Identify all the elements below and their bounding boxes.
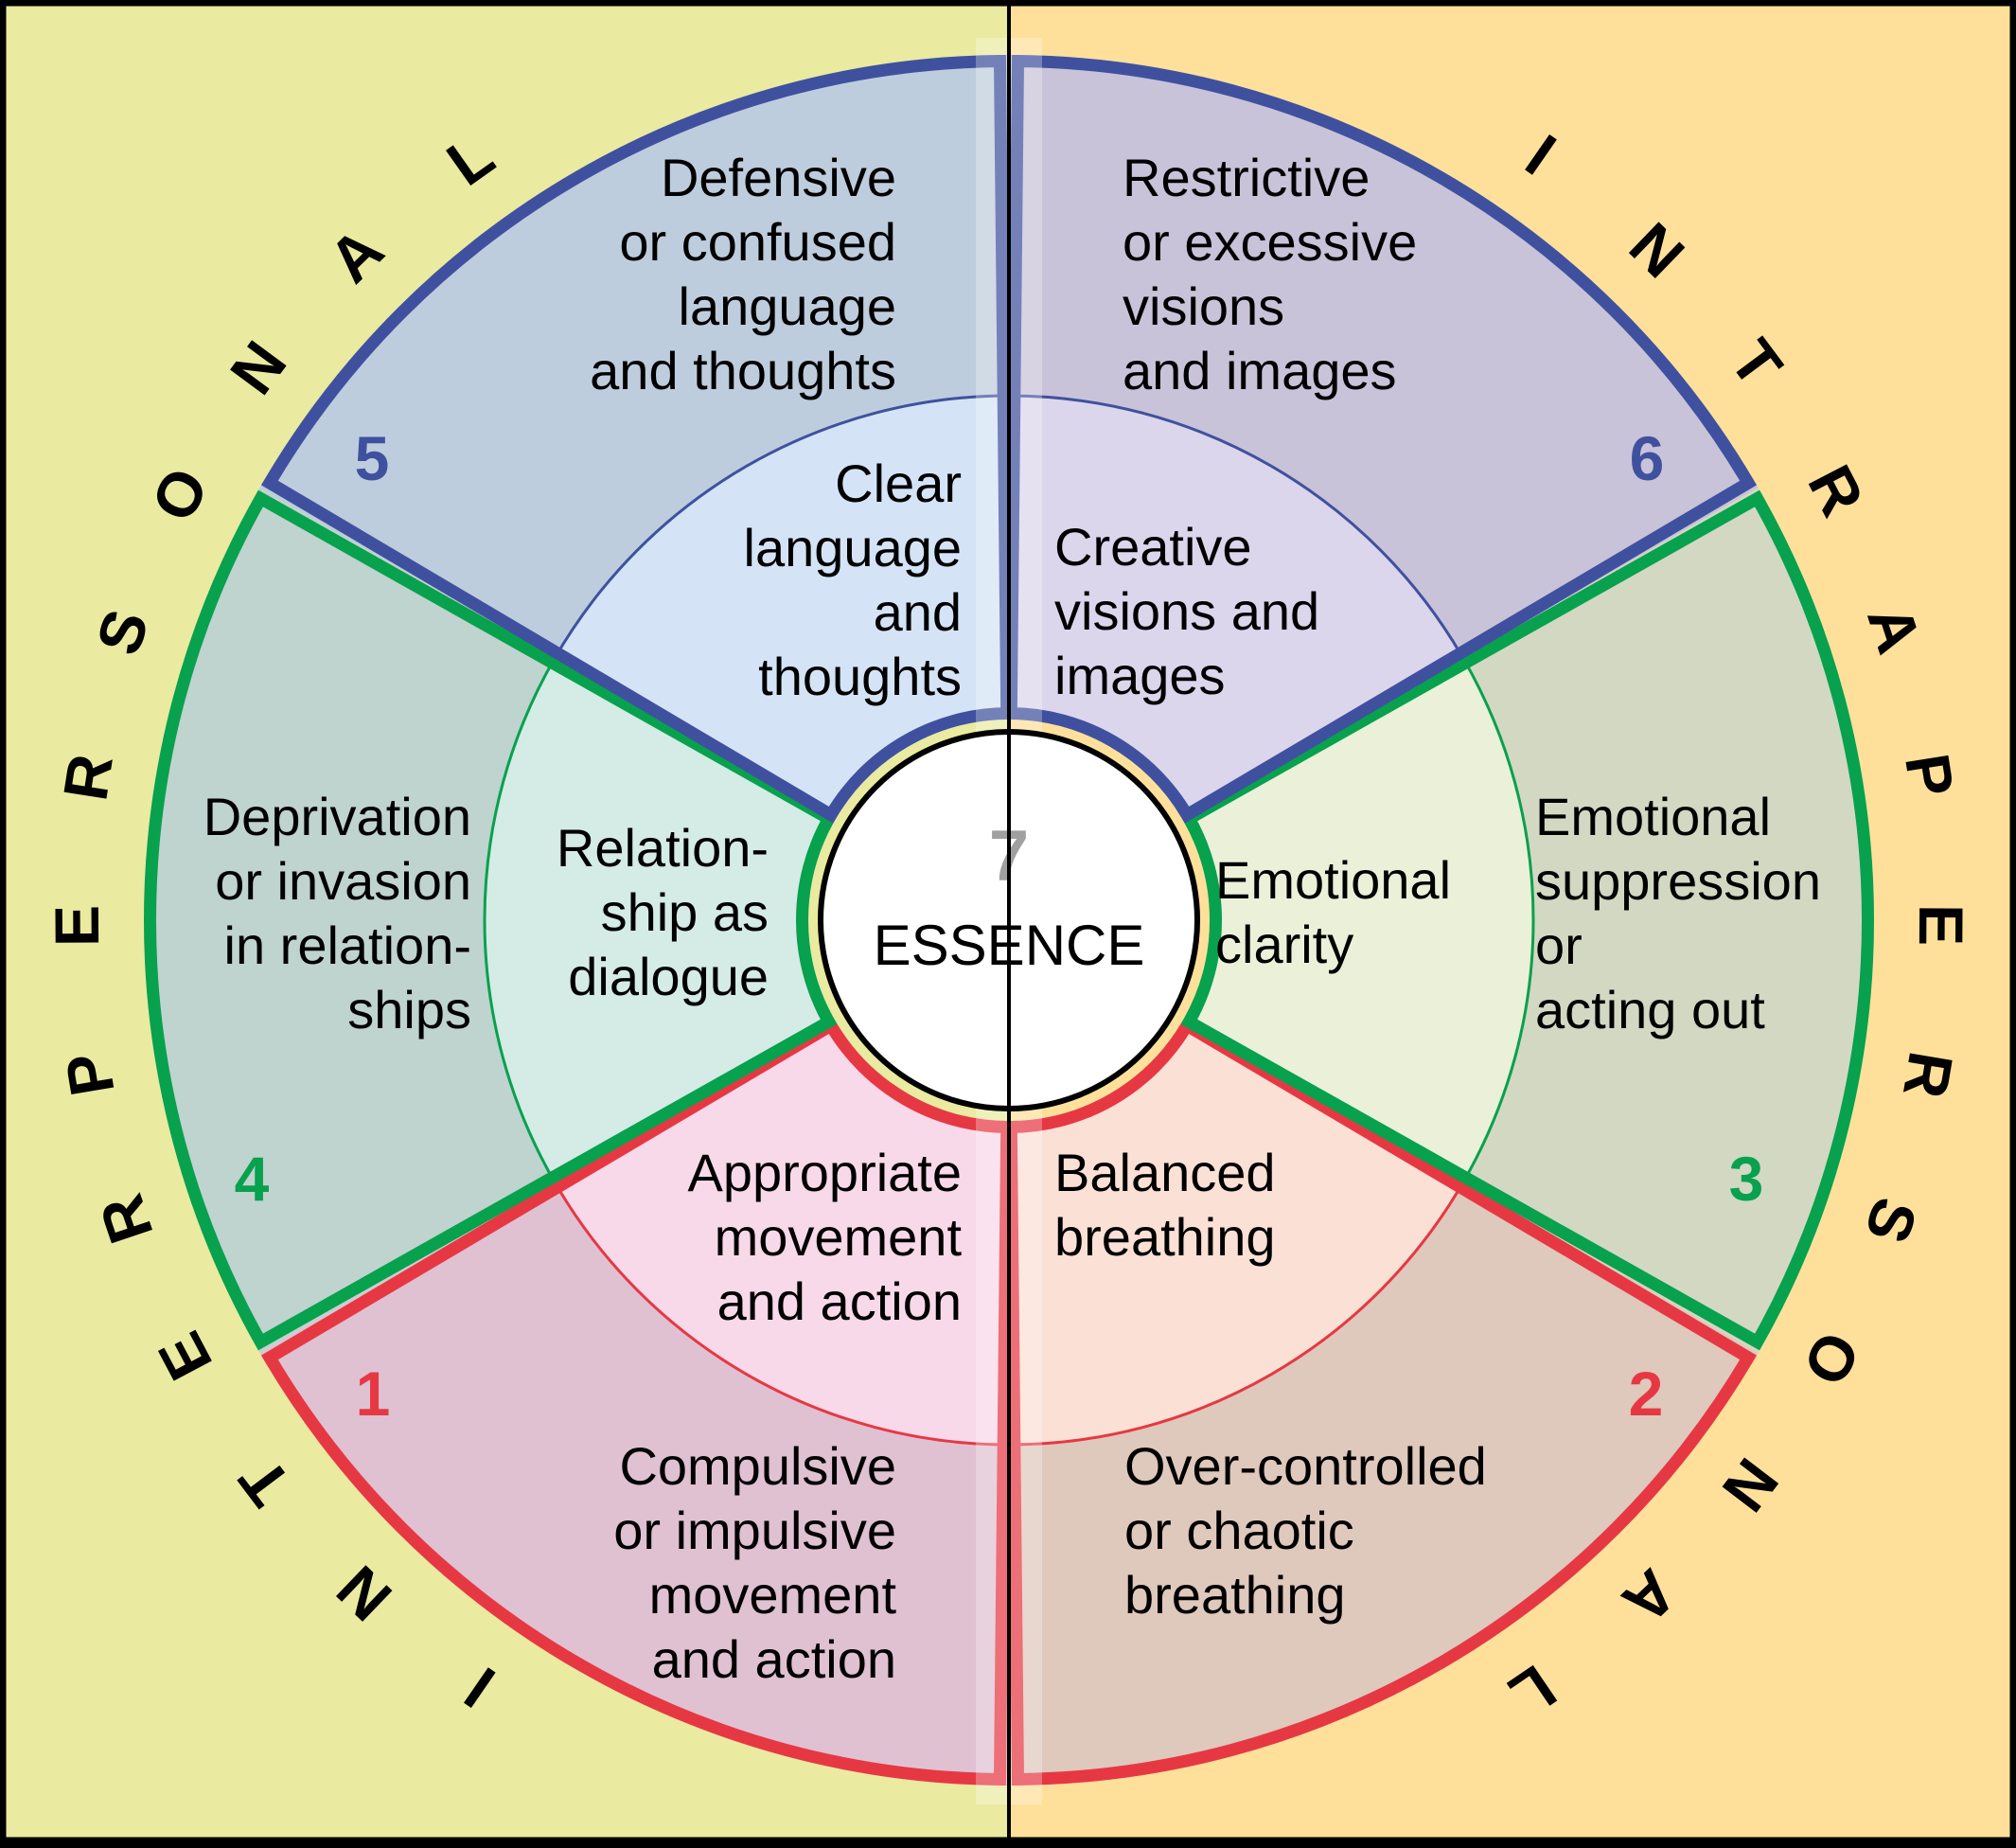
outer-band-1 (259, 1182, 1010, 1786)
inner-line: Creative (1054, 517, 1252, 577)
outer-line: Defensive (661, 148, 896, 207)
inner-line: Clear (835, 453, 962, 513)
outer-line: and thoughts (590, 341, 896, 400)
inner-line: Balanced (1054, 1143, 1276, 1202)
outer-band-6 (1009, 55, 1759, 658)
inner-line: ship as (601, 882, 769, 942)
middle-arc-5 (553, 394, 1010, 659)
section-number-2: 2 (1629, 1359, 1664, 1429)
middle-arc-1 (553, 1182, 1010, 1447)
inner-line: movement (715, 1207, 963, 1267)
outer-line: movement (649, 1565, 897, 1625)
interpersonal-letter: E (42, 905, 112, 947)
section-outline-2 (1004, 1017, 1758, 1786)
inner-line: thoughts (758, 647, 962, 706)
inner-line: Relation- (557, 818, 769, 878)
outer-line: or chaotic (1124, 1501, 1354, 1560)
intrapersonal-letter: E (1906, 904, 1976, 946)
outer-line: breathing (1124, 1565, 1346, 1625)
outer-line: ships (347, 980, 471, 1040)
inner-line: visions and (1054, 581, 1319, 641)
section-outline-6 (1004, 54, 1758, 824)
inner-line: dialogue (568, 947, 769, 1006)
outer-band-4 (143, 488, 556, 1353)
section-number-3: 3 (1729, 1144, 1764, 1214)
section-outline-4 (143, 489, 838, 1351)
inner-band-3 (1182, 658, 1533, 1182)
section-number-1: 1 (356, 1359, 391, 1429)
outer-line: in relation- (224, 915, 471, 975)
inner-line: Appropriate (687, 1143, 962, 1202)
outer-line: Compulsive (619, 1436, 896, 1496)
outer-line: language (679, 276, 896, 336)
outer-line: Deprivation (203, 787, 471, 846)
inner-line: Emotional (1215, 850, 1451, 910)
middle-arc-2 (1008, 1182, 1465, 1447)
middle-arc-6 (1008, 394, 1465, 659)
middle-arc-3 (1461, 657, 1535, 1183)
middle-arc-4 (483, 657, 557, 1183)
outer-line: or impulsive (613, 1501, 896, 1560)
inner-line: breathing (1054, 1207, 1276, 1267)
section-outline-3 (1180, 489, 1875, 1351)
outer-line: or excessive (1123, 212, 1417, 272)
section-number-6: 6 (1630, 423, 1665, 493)
outer-line: Restrictive (1123, 148, 1370, 207)
outer-line: acting out (1535, 980, 1765, 1040)
outer-band-5 (259, 55, 1010, 658)
inner-line: and action (717, 1271, 962, 1331)
inner-line: images (1054, 646, 1226, 705)
section-outline-5 (260, 54, 1014, 824)
inner-line: language (744, 518, 962, 578)
interpersonal-letter: R (49, 750, 125, 805)
outer-line: and images (1123, 341, 1397, 400)
outer-line: Emotional (1535, 787, 1771, 846)
outer-line: or invasion (215, 851, 471, 911)
outer-band-2 (1009, 1182, 1759, 1786)
section-3 (1182, 488, 1874, 1353)
inner-line: and (874, 582, 962, 642)
section-number-5: 5 (355, 423, 390, 493)
section-number-4: 4 (235, 1144, 270, 1214)
section-outline-1 (260, 1017, 1014, 1786)
outer-line: Over-controlled (1124, 1436, 1487, 1496)
section-4 (143, 488, 836, 1353)
outer-band-3 (1462, 488, 1874, 1353)
outer-line: or (1535, 915, 1583, 975)
outer-line: or confused (619, 212, 896, 272)
inner-line: clarity (1215, 915, 1353, 974)
outer-line: suppression (1535, 851, 1821, 911)
outer-line: visions (1123, 276, 1284, 336)
outer-line: and action (652, 1629, 896, 1689)
inner-band-4 (484, 658, 836, 1182)
